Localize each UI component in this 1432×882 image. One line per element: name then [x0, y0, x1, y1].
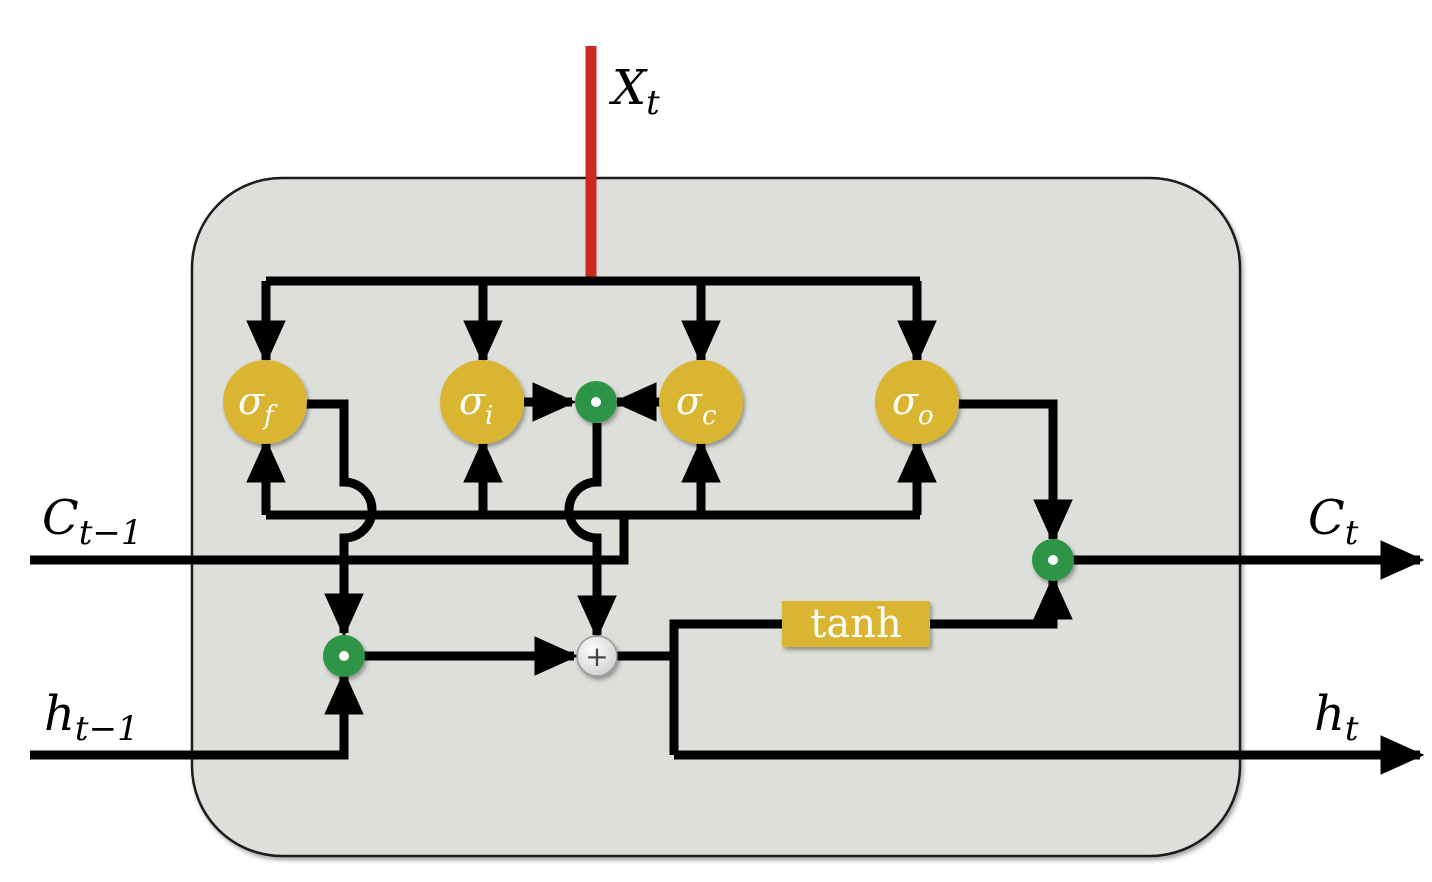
svg-text:σo: σo	[892, 379, 934, 431]
x-input-label: Xt	[608, 60, 660, 123]
tanh-label: tanh	[810, 601, 901, 647]
candidate-gate: σc	[659, 360, 743, 444]
output-multiply-node	[1032, 539, 1074, 581]
forget-gate: σf	[223, 360, 307, 444]
candidate-multiply-node	[575, 381, 617, 423]
svg-text:σi: σi	[459, 379, 493, 431]
mult-to-add-wire	[564, 423, 617, 640]
candidate-gate-symbol: σ	[676, 379, 703, 423]
add-node: +	[576, 635, 618, 677]
svg-text:σc: σc	[676, 379, 717, 431]
output-gate-to-mult-wire	[958, 399, 1073, 544]
c-prev-line	[30, 515, 629, 565]
h-out-label: ht	[1314, 686, 1359, 749]
forget-gate-symbol: σ	[238, 379, 265, 423]
add-symbol: +	[585, 640, 608, 673]
c-prev-label: Ct−1	[42, 490, 143, 553]
c-out-label: Ct	[1308, 490, 1359, 553]
tanh-block: tanh	[782, 601, 930, 647]
tanh-to-out-mult-wire	[930, 575, 1073, 629]
h-prev-line	[30, 670, 364, 760]
input-gate: σi	[440, 360, 524, 444]
input-gate-sub: i	[485, 401, 493, 431]
h-prev-label: ht−1	[44, 686, 139, 749]
output-gate: σo	[875, 360, 959, 444]
input-gate-symbol: σ	[459, 379, 486, 423]
output-gate-symbol: σ	[892, 379, 919, 423]
forget-to-mult-wire	[306, 399, 377, 638]
add-to-tanh-wire	[669, 619, 782, 660]
output-gate-sub: o	[918, 401, 934, 431]
forget-multiply-node	[323, 635, 365, 677]
candidate-gate-sub: c	[702, 401, 717, 431]
